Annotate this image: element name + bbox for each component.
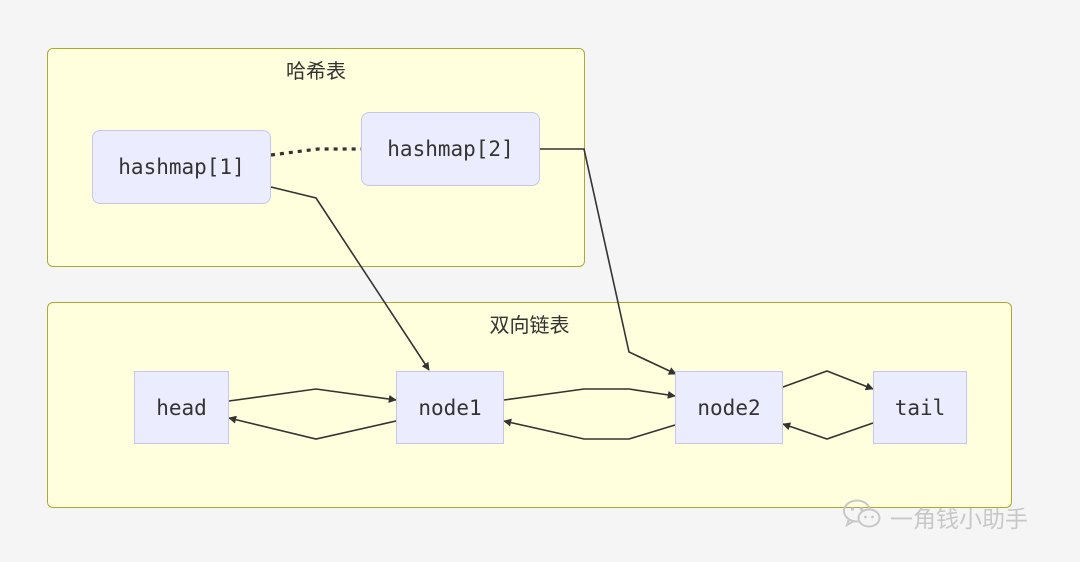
edge-hashmap2-node2 [539, 148, 677, 375]
edge-node1-head [228, 415, 397, 440]
edge-node2-tail [782, 370, 874, 391]
watermark: 一角钱小助手 [842, 498, 1028, 536]
hash-table-title: 哈希表 [286, 59, 346, 83]
edge-hashmap1-node1 [270, 186, 430, 371]
node-hashmap2: hashmap[2] [361, 112, 540, 186]
watermark-text: 一角钱小助手 [890, 507, 1028, 533]
edge-hashmap1-hashmap2 [270, 147, 361, 157]
node-tail: tail [873, 371, 967, 444]
linked-list-title: 双向链表 [489, 313, 570, 337]
edge-node2-node1 [503, 418, 676, 440]
node-node1: node1 [396, 371, 504, 444]
wechat-icon [842, 498, 882, 536]
edge-node1-node2 [503, 388, 676, 401]
edge-tail-node2 [782, 422, 874, 440]
edge-head-node1 [228, 388, 397, 403]
node-node2: node2 [675, 371, 783, 444]
node-hashmap1: hashmap[1] [92, 130, 271, 204]
node-head: head [134, 371, 229, 444]
